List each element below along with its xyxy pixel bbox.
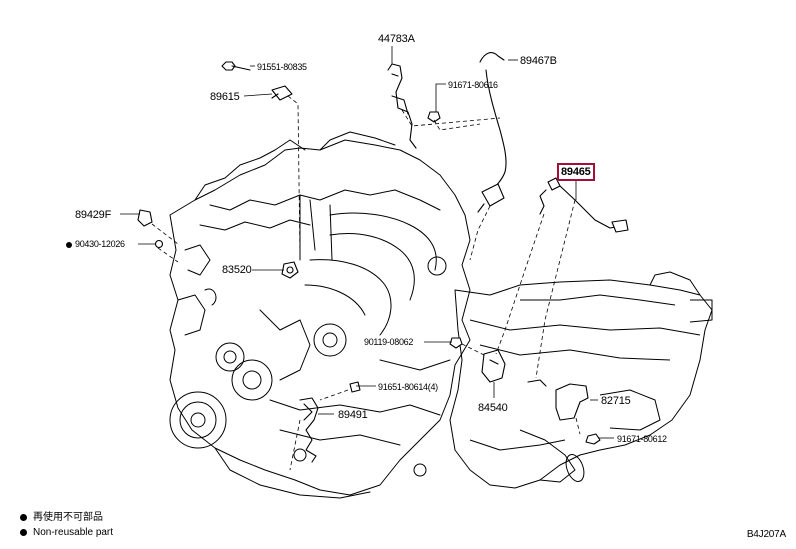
part-label-91651-80614[interactable]: 91651-80614(4) [378, 382, 438, 392]
part-label-89491[interactable]: 89491 [338, 409, 368, 421]
legend-non-reusable-jp: 再使用不可部品 [20, 512, 103, 524]
part-label-91671-80612[interactable]: 91671-80612 [617, 434, 667, 444]
legend-bullet-icon [20, 528, 27, 536]
part-label-44783A[interactable]: 44783A [378, 33, 415, 45]
part-label-82715[interactable]: 82715 [601, 395, 631, 407]
part-label-89465-highlighted[interactable]: 89465 [557, 163, 595, 181]
part-label-89615[interactable]: 89615 [210, 91, 240, 103]
part-label-90430-12026[interactable]: 90430-12026 [66, 238, 125, 250]
drawing-code: B4J207A [746, 529, 786, 540]
engine-outline [169, 131, 471, 499]
part-label-91551-80835[interactable]: 91551-80835 [257, 62, 307, 72]
transmission-outline [449, 271, 713, 489]
legend-en-text: Non-reusable part [33, 527, 114, 538]
leader-lines [120, 46, 614, 471]
part-label-89467B[interactable]: 89467B [520, 55, 557, 67]
legend-non-reusable-en: Non-reusable part [20, 527, 113, 539]
components [137, 52, 629, 463]
part-label-90430-text: 90430-12026 [75, 239, 125, 249]
part-label-90119-08062[interactable]: 90119-08062 [364, 337, 414, 347]
non-reusable-bullet-icon [66, 241, 72, 248]
part-label-84540[interactable]: 84540 [478, 402, 508, 414]
part-label-89429F[interactable]: 89429F [75, 209, 112, 221]
legend-bullet-icon [20, 513, 27, 521]
part-label-83520[interactable]: 83520 [222, 264, 252, 276]
legend-jp-text: 再使用不可部品 [33, 512, 103, 523]
part-label-91671-80616[interactable]: 91671-80616 [448, 80, 498, 90]
